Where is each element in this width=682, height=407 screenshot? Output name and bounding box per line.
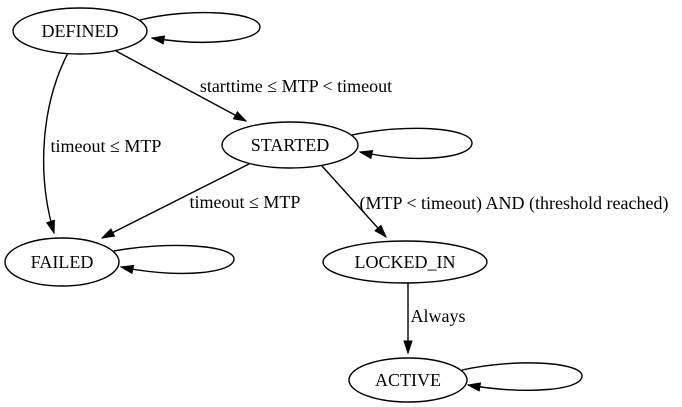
started-node-ellipse <box>221 121 359 169</box>
edge-started-to-locked-in: (MTP < timeout) AND (threshold reached) <box>321 165 669 237</box>
edge-label-threshold-condition: (MTP < timeout) AND (threshold reached) <box>360 193 669 214</box>
state-node-locked-in: LOCKED_IN <box>322 240 488 284</box>
state-node-started: STARTED <box>221 121 359 169</box>
edge-locked-in-to-active: Always <box>408 283 466 353</box>
active-node-ellipse <box>348 357 468 403</box>
locked-in-node-label: LOCKED_IN <box>355 252 456 272</box>
edge-defined-to-failed-path <box>43 52 69 233</box>
state-node-failed: FAILED <box>4 237 120 287</box>
failed-node-ellipse <box>4 237 120 287</box>
edge-started-to-failed: timeout ≤ MTP <box>102 163 301 238</box>
edge-label-timeout-left: timeout ≤ MTP <box>51 136 162 156</box>
defined-node-label: DEFINED <box>42 21 119 41</box>
edge-started-self-loop <box>351 127 473 158</box>
edge-label-always: Always <box>411 306 466 326</box>
edge-defined-self-loop <box>139 11 261 43</box>
edge-label-starttime-condition: starttime ≤ MTP < timeout <box>200 76 392 96</box>
edge-failed-self-loop-path <box>113 244 235 273</box>
state-node-defined: DEFINED <box>12 7 148 55</box>
edge-started-to-failed-path <box>102 163 250 238</box>
edge-label-timeout-mid: timeout ≤ MTP <box>190 192 301 212</box>
failed-node-label: FAILED <box>31 252 94 272</box>
edge-active-self-loop-path <box>461 362 583 390</box>
defined-node-ellipse <box>12 7 148 55</box>
edge-failed-self-loop <box>113 244 235 273</box>
edge-started-to-locked-in-path <box>321 165 386 237</box>
edge-defined-to-started: starttime ≤ MTP < timeout <box>115 50 392 121</box>
edge-defined-to-started-path <box>115 50 246 121</box>
edge-defined-self-loop-path <box>139 11 261 43</box>
active-node-label: ACTIVE <box>375 370 441 390</box>
started-node-label: STARTED <box>251 135 329 155</box>
edge-defined-to-failed: timeout ≤ MTP <box>43 52 162 233</box>
state-node-active: ACTIVE <box>348 357 468 403</box>
edge-active-self-loop <box>461 362 583 390</box>
edge-started-self-loop-path <box>351 127 473 158</box>
locked-in-node-ellipse <box>322 240 488 284</box>
